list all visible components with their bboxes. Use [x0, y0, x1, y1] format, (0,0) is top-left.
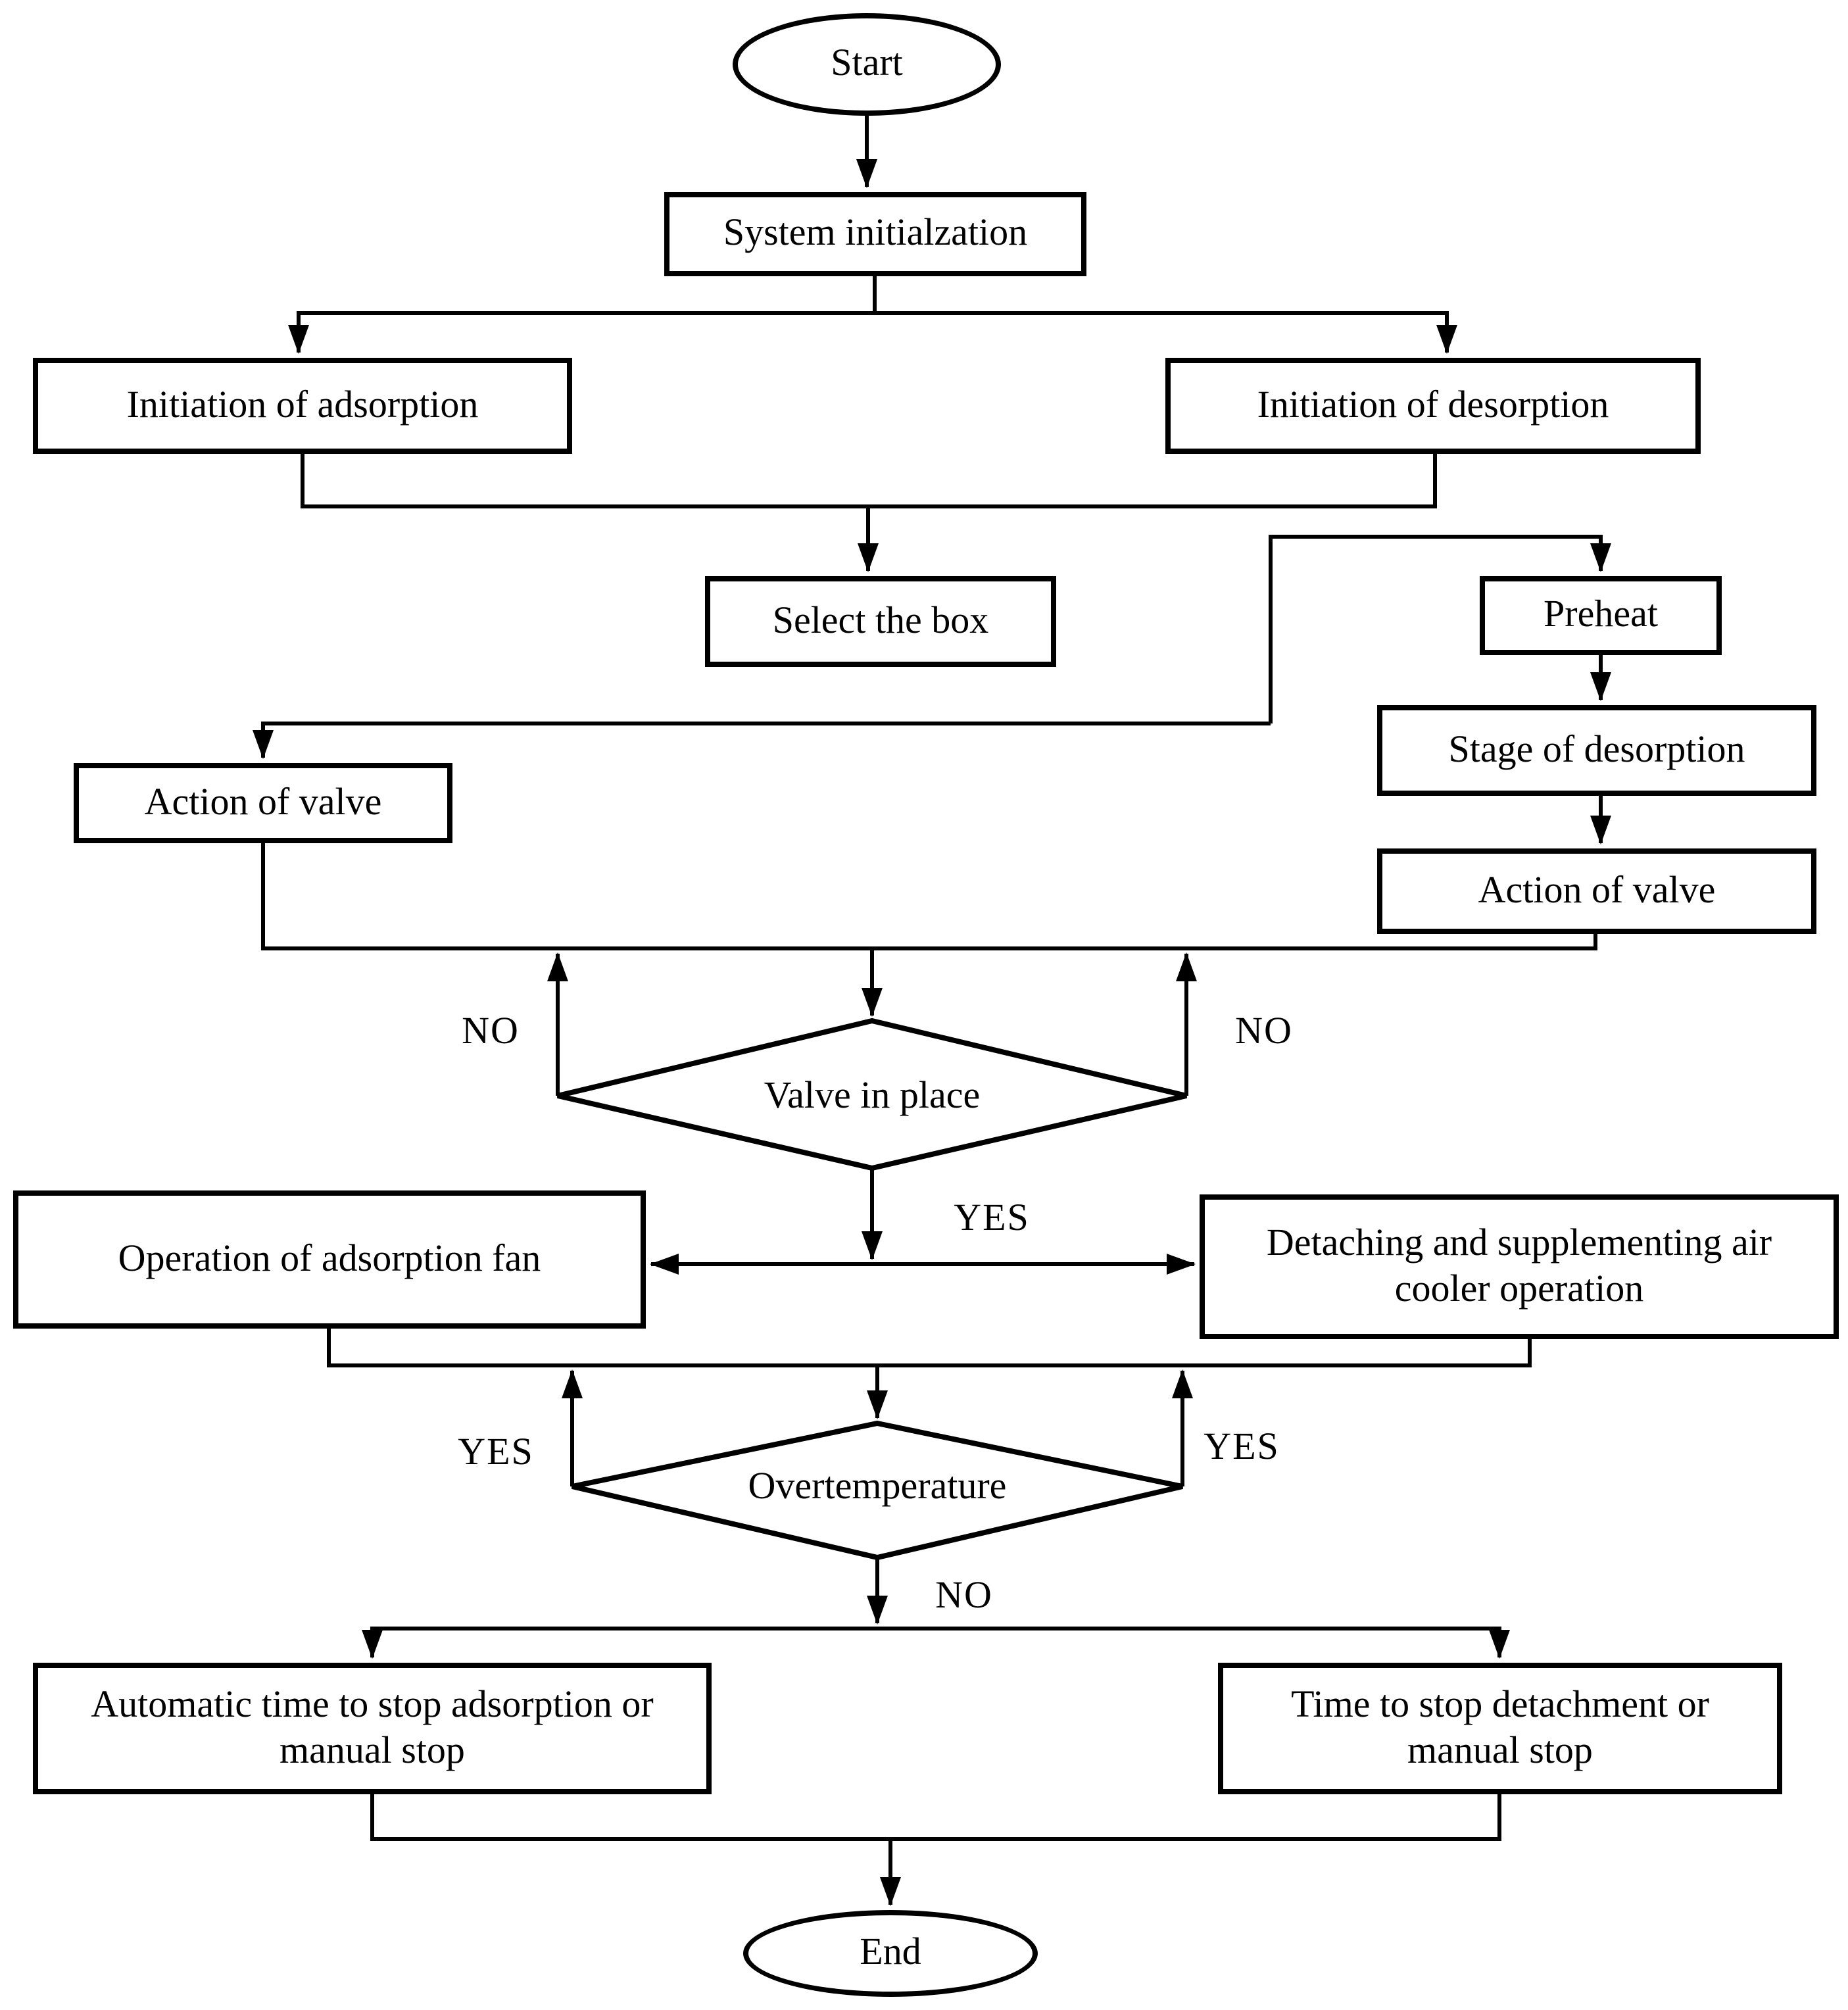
valve-yes-label: YES — [954, 1196, 1030, 1238]
overtemperature-label: Overtemperature — [748, 1465, 1007, 1507]
select-box-label: Select the box — [772, 599, 989, 642]
end-node: End — [743, 1910, 1038, 1997]
overtemp-yes-right-label: YES — [1204, 1425, 1280, 1467]
edge-branch-to-time-stop — [877, 1627, 1510, 1659]
preheat-node: Preheat — [1480, 576, 1722, 655]
action-valve-right-node: Action of valve — [1377, 848, 1816, 934]
start-node: Start — [733, 13, 1001, 116]
valve-no-left-label: NO — [462, 1010, 520, 1052]
action-valve-left-node: Action of valve — [74, 763, 452, 843]
initiation-adsorption-label: Initiation of adsorption — [126, 383, 479, 426]
end-label: End — [860, 1931, 921, 1974]
auto-stop-label: Automatic time to stop adsorption or man… — [91, 1683, 654, 1772]
action-valve-left-label: Action of valve — [144, 781, 382, 823]
edge-branch-to-adsorption — [288, 311, 875, 354]
initiation-desorption-label: Initiation of desorption — [1257, 383, 1609, 426]
system-initialization-node: System initialzation — [664, 192, 1086, 276]
select-box-node: Select the box — [705, 576, 1056, 667]
initiation-desorption-node: Initiation of desorption — [1165, 358, 1701, 454]
start-label: Start — [831, 42, 903, 85]
edge-branch-to-desorption — [875, 311, 1457, 354]
valve-in-place-label: Valve in place — [764, 1074, 981, 1116]
overtemp-yes-left-label: YES — [458, 1431, 534, 1473]
edge-bottom-merge-line — [370, 1794, 1501, 1841]
auto-stop-node: Automatic time to stop adsorption or man… — [33, 1663, 712, 1794]
stage-desorption-node: Stage of desorption — [1377, 705, 1816, 796]
time-stop-node: Time to stop detachment or manual stop — [1218, 1663, 1782, 1794]
system-initialization-label: System initialzation — [723, 212, 1028, 255]
edge-merge-initiations — [301, 454, 1437, 508]
stage-desorption-label: Stage of desorption — [1448, 728, 1745, 771]
valve-no-right-label: NO — [1235, 1010, 1293, 1052]
operation-fan-label: Operation of adsorption fan — [118, 1237, 541, 1280]
overtemp-no-label: NO — [935, 1574, 993, 1616]
detach-cooler-label: Detaching and supplementing air cooler o… — [1266, 1221, 1772, 1310]
overtemperature-node: Overtemperature — [680, 1454, 1075, 1519]
edge-branch-to-auto-stop — [362, 1627, 877, 1659]
action-valve-right-label: Action of valve — [1478, 869, 1716, 912]
initiation-adsorption-node: Initiation of adsorption — [33, 358, 572, 454]
operation-fan-node: Operation of adsorption fan — [13, 1190, 646, 1329]
detach-cooler-node: Detaching and supplementing air cooler o… — [1200, 1194, 1839, 1339]
valve-in-place-node: Valve in place — [675, 1063, 1069, 1129]
preheat-label: Preheat — [1544, 593, 1658, 636]
edge-to-action-valve-left — [253, 722, 1271, 759]
time-stop-label: Time to stop detachment or manual stop — [1291, 1683, 1709, 1772]
